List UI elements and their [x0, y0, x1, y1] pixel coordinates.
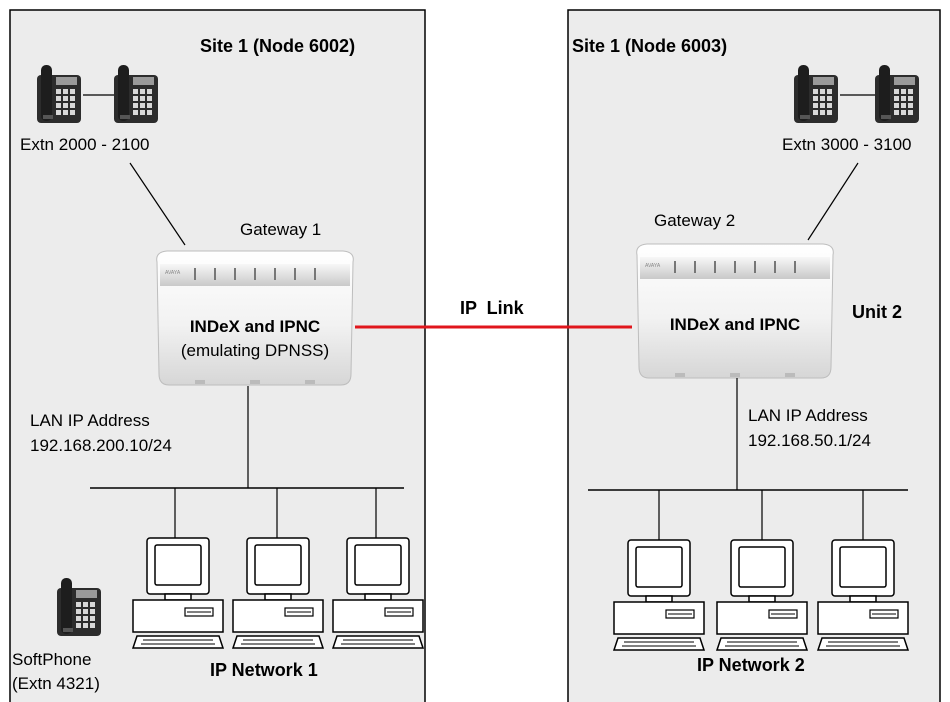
gateway-2-icon — [635, 243, 835, 379]
phone-gateway-line — [129, 162, 186, 246]
gateway-2-name: INDeX and IPNC — [669, 315, 801, 334]
gateway-2-label: Gateway 2 — [654, 211, 736, 230]
site-1-lan-address: 192.168.200.10/24 — [30, 436, 172, 455]
site-1-extensions: Extn 2000 - 2100 — [20, 135, 150, 154]
site-1-lan-label: LAN IP Address — [30, 411, 150, 430]
softphone-extension: (Extn 4321) — [12, 674, 100, 693]
gateway-1-mode: (emulating DPNSS) — [180, 341, 330, 360]
site-2-lan-address: 192.168.50.1/24 — [748, 431, 871, 450]
site-2-title: Site 1 (Node 6003) — [572, 36, 728, 56]
site-1-title: Site 1 (Node 6002) — [200, 36, 356, 56]
ip-link-label: IP Link — [460, 298, 524, 318]
softphone-label: SoftPhone — [12, 650, 92, 669]
phone-gateway-line — [807, 162, 859, 241]
gateway-1-name: INDeX and IPNC — [189, 317, 321, 336]
site-2-network-label: IP Network 2 — [697, 655, 805, 675]
unit-2-label: Unit 2 — [852, 302, 903, 322]
site-2-extensions: Extn 3000 - 3100 — [782, 135, 912, 154]
site-1-network-label: IP Network 1 — [210, 660, 318, 680]
gateway-1-label: Gateway 1 — [240, 220, 322, 239]
site-2-lan-label: LAN IP Address — [748, 406, 868, 425]
